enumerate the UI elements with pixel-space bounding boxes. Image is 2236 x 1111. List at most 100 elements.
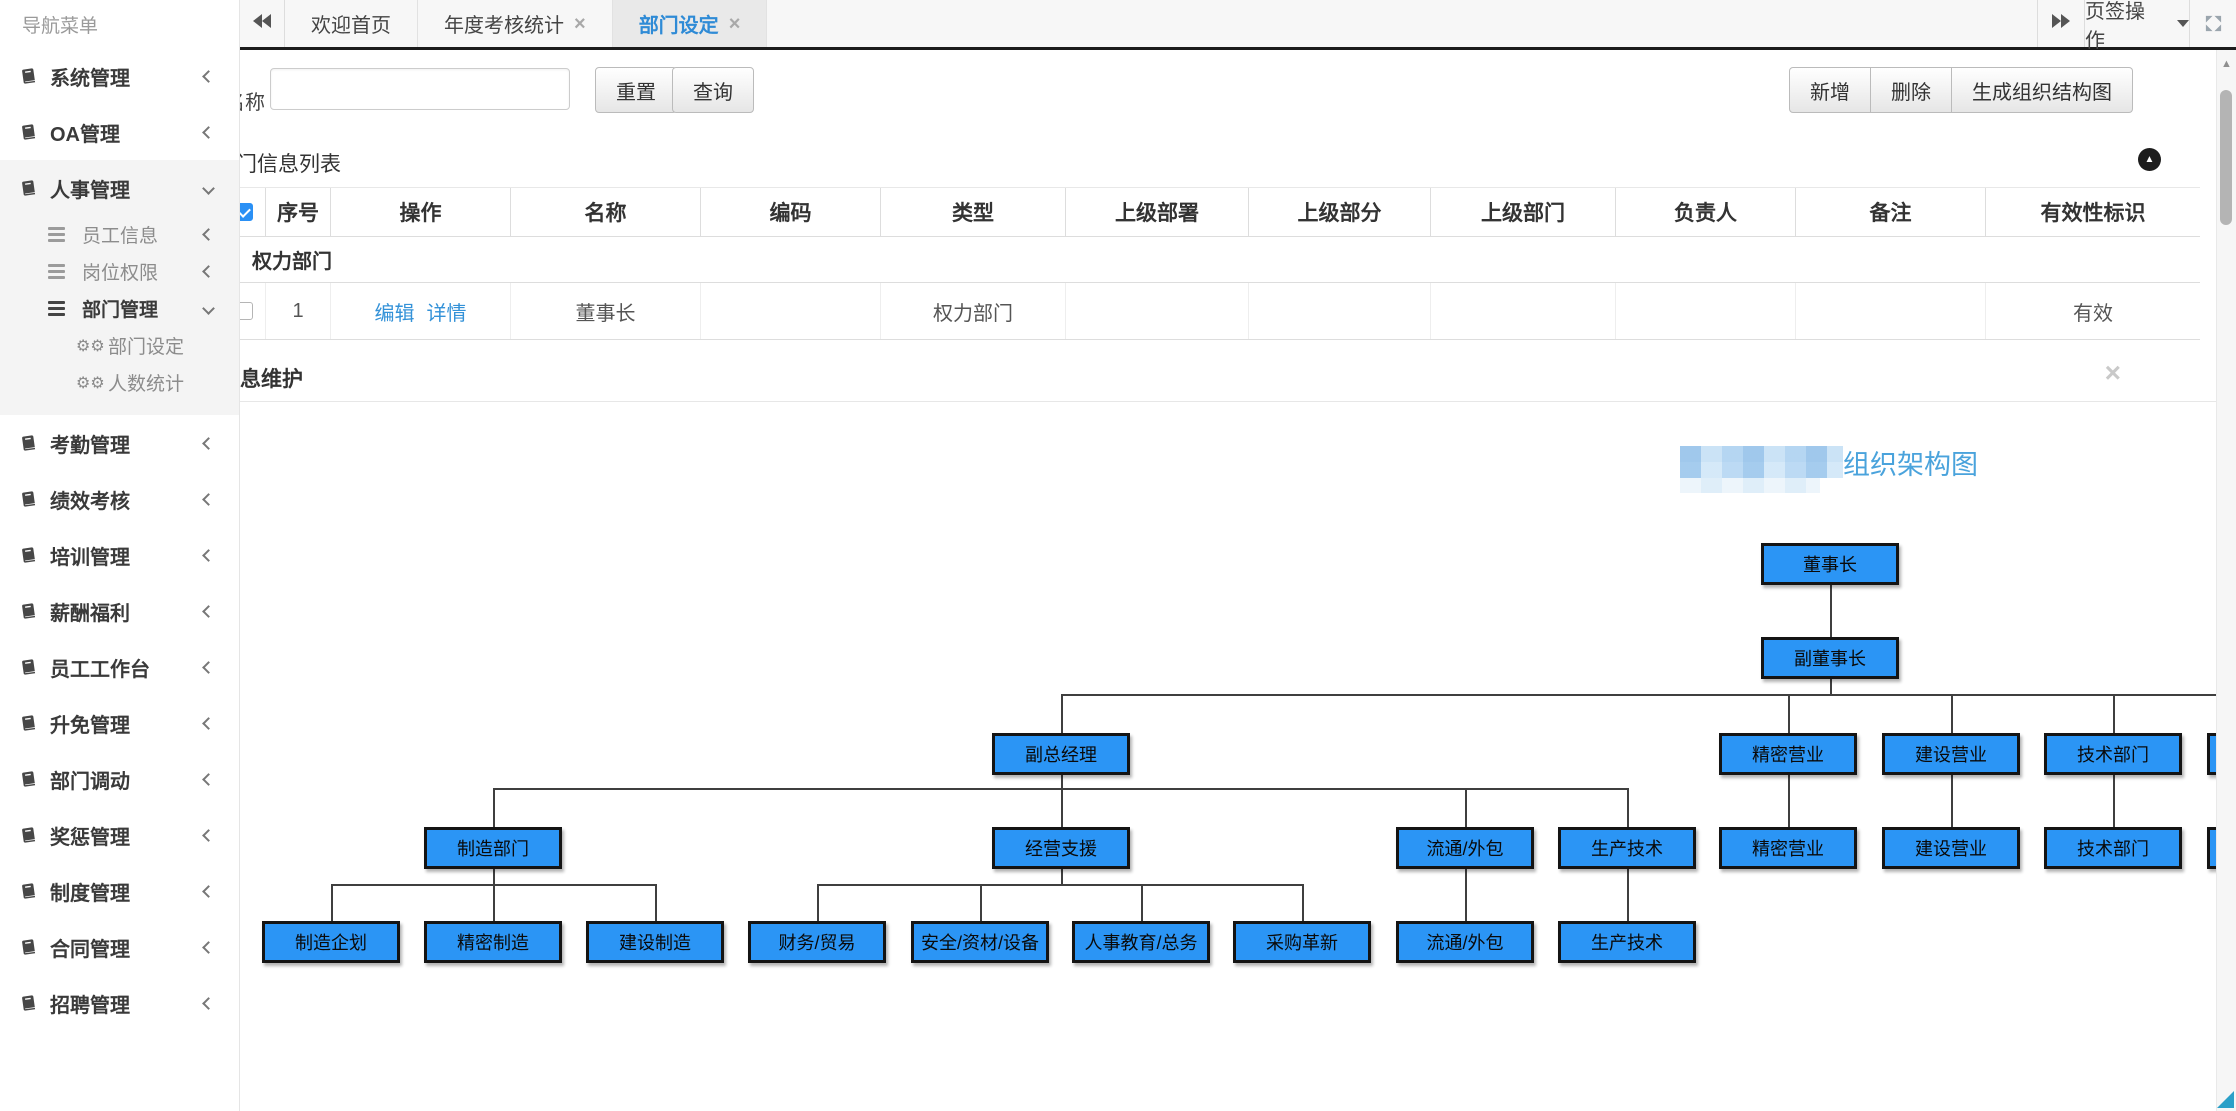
sidebar-item-contract[interactable]: 合同管理: [0, 919, 239, 975]
tab-欢迎首页[interactable]: 欢迎首页: [285, 0, 418, 47]
sidebar-item-label: 系统管理: [50, 67, 130, 90]
edit-link[interactable]: 编辑: [374, 302, 415, 325]
sidebar-item-reward[interactable]: 奖惩管理: [0, 807, 239, 863]
close-panel-icon[interactable]: ×: [2104, 357, 2121, 388]
fullscreen-toggle-button[interactable]: [2189, 0, 2236, 47]
book-icon: [20, 826, 37, 844]
row-cell: [1615, 283, 1795, 339]
chevron-left-icon: [202, 436, 215, 450]
chevron-left-icon: [202, 996, 215, 1010]
sidebar-item-dept-transfer[interactable]: 部门调动: [0, 751, 239, 807]
detail-link[interactable]: 详情: [426, 302, 467, 325]
tabbar-right-controls: 页签操作: [2037, 0, 2236, 52]
sidebar-item-dept-setting[interactable]: ⚙⚙部门设定: [0, 327, 239, 364]
org-connector-line: [1830, 585, 1832, 637]
group-row-label: 权力部门: [252, 251, 332, 273]
sidebar-item-label: 员工工作台: [50, 658, 150, 681]
scrollbar-thumb[interactable]: [2220, 90, 2232, 225]
org-connector-line: [1465, 869, 1467, 921]
sidebar-item-training[interactable]: 培训管理: [0, 527, 239, 583]
sidebar-item-label: 升免管理: [50, 714, 130, 737]
chevron-left-icon: [202, 660, 215, 674]
add-button[interactable]: 新增: [1789, 67, 1871, 113]
org-node-技术部门: 技术部门: [2044, 733, 2182, 775]
sidebar-item-label: 奖惩管理: [50, 826, 130, 849]
redacted-company-name: [1680, 446, 1843, 493]
sidebar-item-performance[interactable]: 绩效考核: [0, 471, 239, 527]
chevron-left-icon: [202, 548, 215, 562]
generate-orgchart-button[interactable]: 生成组织结构图: [1952, 67, 2133, 113]
org-connector-line: [2113, 775, 2115, 827]
sidebar-item-recruit[interactable]: 招聘管理: [0, 975, 239, 1031]
maintain-panel-header: 息维护 ×: [175, 355, 2236, 402]
row-cell: [1065, 283, 1248, 339]
org-node-制造部门: 制造部门: [424, 827, 562, 869]
org-node-生产技术: 生产技术: [1558, 921, 1696, 963]
hr-management-section: 人事管理员工信息岗位权限部门管理⚙⚙部门设定⚙⚙人数统计: [0, 160, 239, 415]
chevron-left-icon: [202, 716, 215, 730]
tabs-scroll-right-button[interactable]: [2037, 0, 2084, 47]
chevron-left-icon: [202, 772, 215, 786]
sidebar-item-emp-info[interactable]: 员工信息: [0, 216, 239, 253]
tab-年度考核统计[interactable]: 年度考核统计×: [418, 0, 613, 47]
table-group-row[interactable]: 权力部门: [222, 237, 2200, 283]
name-input[interactable]: [270, 68, 570, 110]
org-connector-line: [1788, 694, 1790, 733]
row-cell: 1: [265, 283, 330, 339]
tab-close-icon[interactable]: ×: [728, 12, 741, 35]
menu-icon: [48, 227, 65, 242]
chevron-left-icon: [202, 125, 215, 139]
caret-down-icon: [2177, 20, 2189, 27]
book-icon: [20, 770, 37, 788]
book-icon: [20, 179, 37, 197]
collapse-panel-icon[interactable]: ▲: [2138, 148, 2161, 171]
org-node-安全/资材/设备: 安全/资材/设备: [911, 921, 1049, 963]
sidebar-item-policy[interactable]: 制度管理: [0, 863, 239, 919]
book-icon: [20, 546, 37, 564]
maintain-panel-title: 息维护: [240, 368, 303, 391]
sidebar-item-label: OA管理: [50, 123, 120, 146]
main-content: 名称 重置 查询 新增 删除 生成组织结构图 部门信息列表 ▲ 序号操作名称编码…: [175, 50, 2236, 1111]
tab-close-icon[interactable]: ×: [574, 12, 586, 35]
sidebar-item-workbench[interactable]: 员工工作台: [0, 639, 239, 695]
sidebar-item-oa[interactable]: OA管理: [0, 104, 239, 160]
reset-button[interactable]: 重置: [595, 67, 677, 113]
chevron-left-icon: [202, 69, 215, 83]
vertical-scrollbar[interactable]: ▲: [2216, 50, 2236, 1111]
sidebar-item-salary[interactable]: 薪酬福利: [0, 583, 239, 639]
table-header-row: 序号操作名称编码类型上级部署上级部分上级部门负责人备注有效性标识: [222, 187, 2200, 237]
sidebar-item-promotion[interactable]: 升免管理: [0, 695, 239, 751]
page-ops-dropdown[interactable]: 页签操作: [2084, 0, 2189, 52]
org-connector-line: [817, 884, 1302, 886]
sidebar-item-label: 考勤管理: [50, 434, 130, 457]
org-node-技术部门: 技术部门: [2044, 827, 2182, 869]
scroll-up-arrow-icon[interactable]: ▲: [2221, 58, 2232, 70]
sidebar-item-label: 部门设定: [108, 337, 185, 358]
nav-menu-header: 导航菜单: [22, 15, 99, 37]
chevron-left-icon: [202, 828, 215, 842]
row-cell: [1248, 283, 1430, 339]
sidebar-item-dept-mgmt[interactable]: 部门管理: [0, 290, 239, 327]
corner-resize-marker: [2217, 1091, 2234, 1108]
tabs-scroll-left-button[interactable]: [240, 0, 285, 47]
book-icon: [20, 882, 37, 900]
sidebar-item-headcount[interactable]: ⚙⚙人数统计: [0, 364, 239, 401]
search-button[interactable]: 查询: [672, 67, 754, 113]
chevron-left-icon: [202, 265, 215, 278]
org-node-生产技术: 生产技术: [1558, 827, 1696, 869]
sidebar-item-attendance[interactable]: 考勤管理: [0, 415, 239, 471]
sidebar-item-post-perm[interactable]: 岗位权限: [0, 253, 239, 290]
book-icon: [20, 434, 37, 452]
sidebar-item-system[interactable]: 系统管理: [0, 48, 239, 104]
column-header-名称: 名称: [510, 188, 700, 236]
sidebar-item-hr[interactable]: 人事管理: [0, 160, 239, 216]
book-icon: [20, 123, 37, 141]
sidebar-item-label: 部门调动: [50, 770, 130, 793]
delete-button[interactable]: 删除: [1871, 67, 1952, 113]
list-action-buttons: 新增 删除 生成组织结构图: [1789, 67, 2133, 113]
book-icon: [20, 602, 37, 620]
double-right-arrow-icon: [2052, 14, 2070, 33]
tab-部门设定[interactable]: 部门设定×: [612, 0, 768, 47]
